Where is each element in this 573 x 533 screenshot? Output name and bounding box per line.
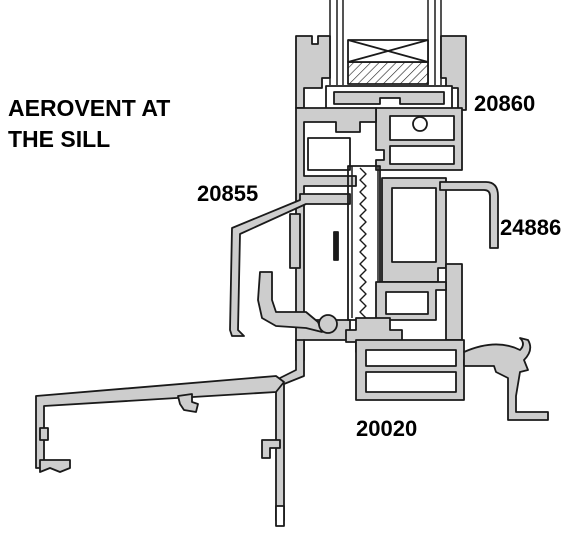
sill-board [35, 375, 285, 469]
profile-20855-web [307, 137, 351, 171]
frame-right-vertical [445, 263, 463, 341]
sill-riser [275, 339, 305, 521]
drainage-insert [257, 271, 323, 333]
frame-transition-chamber [385, 291, 429, 315]
vent-mesh [359, 167, 367, 319]
sash-frame-right [440, 35, 467, 111]
label-20860: 20860 [474, 91, 536, 116]
profile-20020-chamber-top [365, 349, 457, 367]
profile-20855-flange [229, 193, 351, 337]
profile-24886 [439, 181, 499, 249]
drainage-insert-end [318, 314, 338, 334]
diagram-title-line-2: THE SILL [8, 126, 111, 152]
label-20020: 20020 [356, 416, 418, 441]
diagram-title: AEROVENT AT THE SILL [8, 93, 170, 155]
profile-20020-chamber-bottom [365, 371, 457, 393]
sill-board-end-clip [39, 427, 71, 473]
profile-20855-hook [289, 213, 301, 269]
sash-frame-left [295, 35, 331, 109]
profile-20860-lower-chamber [389, 145, 455, 165]
gasket-left [333, 231, 339, 261]
profile-24886-chamber [391, 187, 437, 263]
sill-riser-end [275, 505, 285, 527]
label-24886: 24886 [500, 215, 562, 240]
exterior-sill-tail [463, 337, 549, 421]
profile-20860-screw-port [412, 116, 428, 132]
diagram-title-line-1: AEROVENT AT [8, 95, 171, 121]
sill-riser-clip [261, 439, 281, 459]
setting-block [347, 61, 429, 85]
spacer-bar [347, 39, 429, 63]
sill-board-clip [177, 393, 199, 413]
sash-bottom-inner [333, 91, 445, 105]
label-20855: 20855 [197, 181, 259, 206]
